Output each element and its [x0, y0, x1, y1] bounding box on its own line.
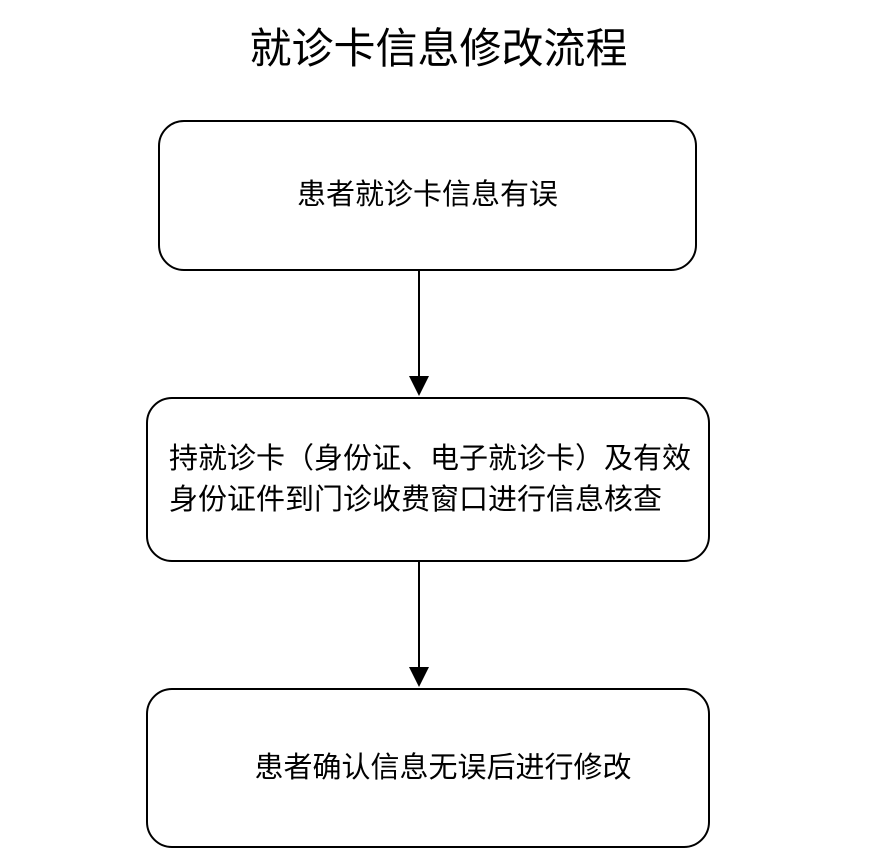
flow-arrow-2	[409, 562, 429, 687]
node-text-line: 持就诊卡（身份证、电子就诊卡）及有效	[169, 442, 692, 475]
flowchart-node-verify-at-window: 持就诊卡（身份证、电子就诊卡）及有效 身份证件到门诊收费窗口进行信息核查	[146, 397, 710, 562]
arrow-line	[418, 562, 420, 667]
node-text-line: 患者确认信息无误后进行修改	[254, 751, 632, 784]
arrow-down-icon	[409, 376, 429, 396]
flow-arrow-1	[409, 271, 429, 396]
node-text-line: 患者就诊卡信息有误	[296, 179, 558, 211]
flowchart-node-confirm-modify: 患者确认信息无误后进行修改	[146, 688, 710, 848]
arrow-line	[418, 271, 420, 376]
node-text-line: 身份证件到门诊收费窗口进行信息核查	[169, 483, 663, 516]
arrow-down-icon	[409, 667, 429, 687]
flowchart-title: 就诊卡信息修改流程	[249, 27, 628, 73]
flowchart-node-card-info-error: 患者就诊卡信息有误	[158, 120, 697, 271]
